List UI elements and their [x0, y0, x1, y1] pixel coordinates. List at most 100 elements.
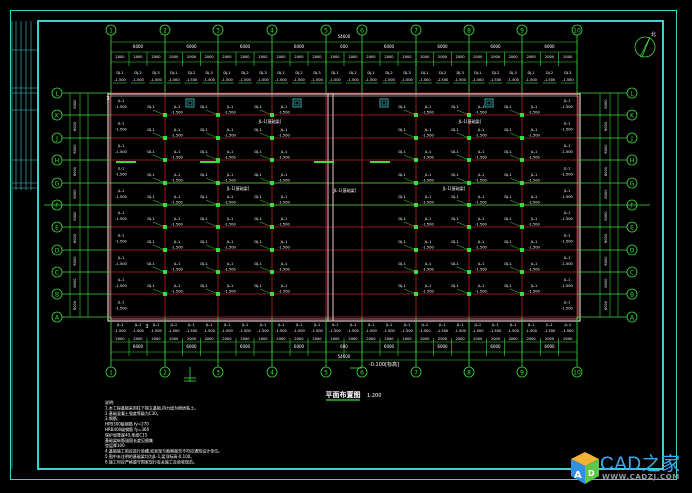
section-mark-label: 3 — [106, 96, 109, 102]
note-line: 2.基础混凝土强度等级为C30。 — [105, 410, 161, 416]
foundation-label: DJ-1 — [200, 128, 207, 132]
beam-label: JL-1 — [563, 99, 571, 103]
beam-label: JL-1 — [509, 323, 517, 327]
leader-line — [456, 109, 470, 116]
elevation-label: -1.500 — [115, 173, 127, 177]
foundation-label: DJ-1 — [504, 284, 511, 288]
foundation-label: DJ-1 — [147, 195, 154, 199]
beam-label: JL-1 — [563, 234, 571, 238]
beam-note: JL-1[基础梁] — [458, 118, 482, 124]
foundation-label: DJ-2 — [295, 71, 302, 75]
axis-bubble — [51, 244, 63, 256]
row-dimension: 6000 — [604, 211, 608, 221]
axis-bubble — [626, 87, 638, 99]
sub-dimension: 2000 — [420, 55, 430, 59]
elevation-label: -1.500 — [329, 78, 341, 82]
section-box — [379, 98, 389, 108]
sub-dimension: 2000 — [473, 55, 483, 59]
elevation-label: -1.500 — [278, 179, 290, 183]
foundation-label: DJ-1 — [398, 173, 405, 177]
foundation-label: DJ-1 — [451, 284, 458, 288]
sub-dimension: 2000 — [205, 55, 215, 59]
elevation-label: -1.500 — [437, 78, 449, 82]
axis-bubble — [159, 366, 171, 378]
elevation-label: -1.500 — [114, 329, 126, 333]
foundation-label: DJ-2 — [349, 71, 356, 75]
beam-label: JL-1 — [117, 189, 125, 193]
bay-dimension: 6000 — [490, 344, 501, 349]
beam-label: JL-1 — [474, 323, 482, 327]
beam-note: JL-1[基础梁] — [333, 187, 357, 193]
sub-dimension: 2000 — [420, 337, 430, 341]
note-line: 保护层厚度40,垫层C15 — [105, 431, 148, 437]
leader-line — [152, 109, 166, 116]
leader-line — [456, 221, 470, 228]
cube-logo-icon: A D — [571, 452, 599, 484]
beam-note: JL-1[基础梁] — [442, 185, 466, 191]
elevation-label: -1.500 — [171, 156, 183, 160]
beam-label: JL-1 — [530, 150, 538, 154]
beam-label: JL-1 — [477, 173, 485, 177]
row-dimension: 6000 — [73, 256, 77, 266]
leader-line — [403, 154, 417, 161]
bay-dimension: 6000 — [437, 344, 448, 349]
elevation-label: -1.500 — [528, 156, 540, 160]
elevation-label: -1.500 — [293, 78, 305, 82]
axis-bubble — [571, 24, 583, 36]
foundation-label: DJ-1 — [147, 217, 154, 221]
foundation-label: DJ-1 — [398, 195, 405, 199]
leader-line — [456, 177, 470, 184]
axis-bubble — [51, 177, 63, 189]
beam-label: JL-1 — [527, 323, 535, 327]
beam-label: JL-1 — [173, 150, 181, 154]
sub-dimension: 2000 — [527, 337, 537, 341]
beam-label: JL-1 — [223, 323, 231, 327]
elevation-label: -1.500 — [437, 329, 449, 333]
axis-bubble — [626, 266, 638, 278]
beam-label: JL-1 — [563, 144, 571, 148]
beam-label: JL-1 — [438, 323, 446, 327]
beam-label: JL-1 — [226, 217, 234, 221]
elevation-label: -1.500 — [475, 156, 487, 160]
column-label-4: 4 — [270, 27, 274, 34]
bay-dimension: 6000 — [384, 344, 395, 349]
leader-line — [456, 266, 470, 273]
elevation-label: -1.500 — [311, 329, 323, 333]
foundation-label: DJ-1 — [451, 240, 458, 244]
foundation-label: DJ-1 — [147, 262, 154, 266]
row-dimension: 6000 — [73, 233, 77, 243]
sub-dimension: 2000 — [115, 55, 125, 59]
elevation-label: -1.500 — [186, 78, 198, 82]
beam-label: JL-1 — [226, 262, 234, 266]
beam-label: JL-1 — [226, 105, 234, 109]
beam-label: JL-1 — [491, 323, 499, 327]
beam-label: JL-1 — [116, 323, 124, 327]
elevation-label: -1.500 — [168, 78, 180, 82]
axis-bubble — [51, 87, 63, 99]
elevation-label: -1.500 — [561, 195, 573, 199]
elevation-label: -1.500 — [528, 134, 540, 138]
beam-label: JL-1 — [280, 128, 288, 132]
beam-label: JL-1 — [530, 217, 538, 221]
bay-dimension: 6000 — [294, 344, 305, 349]
row-label-K: K — [55, 112, 60, 119]
foundation-label: DJ-1 — [254, 195, 261, 199]
elevation-label: -1.500 — [186, 329, 198, 333]
elevation-label: -1.500 — [422, 134, 434, 138]
foundation-label: DJ-1 — [398, 105, 405, 109]
beam-label: JL-1 — [117, 301, 125, 305]
north-label: 北 — [651, 31, 656, 38]
axis-bubble — [105, 366, 117, 378]
foundation-label: DJ-1 — [200, 284, 207, 288]
foundation-label: DJ-3 — [206, 71, 213, 75]
beam-label: JL-1 — [424, 262, 432, 266]
beam-label: JL-1 — [117, 278, 125, 282]
axis-bubble — [463, 366, 475, 378]
section-box — [484, 98, 494, 108]
beam-label: JL-1 — [295, 323, 303, 327]
beam-label: JL-1 — [280, 173, 288, 177]
foundation-label: DJ-1 — [254, 128, 261, 132]
elevation-label: -1.500 — [472, 329, 484, 333]
note-line: 6.施工时应严格遵守国家现行有关施工及验收规范。 — [105, 458, 197, 464]
row-dimension: 6000 — [604, 189, 608, 199]
